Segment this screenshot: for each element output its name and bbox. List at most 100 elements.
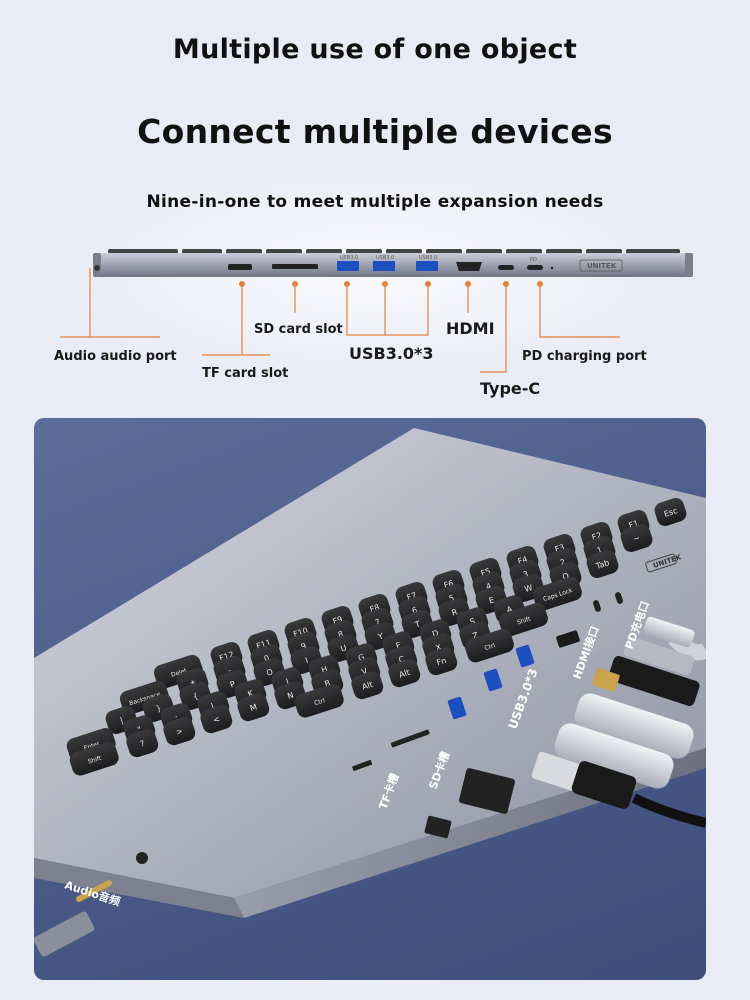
key-label: B: [323, 679, 331, 689]
audio-port: [94, 265, 100, 271]
subtitle: Connect multiple devices: [137, 112, 613, 151]
key-cap: [69, 742, 119, 776]
key-label: F6: [443, 579, 455, 591]
key-label: 6: [411, 605, 419, 615]
key-cap: [294, 684, 344, 718]
cables: [34, 616, 706, 957]
key-label: <: [212, 714, 221, 725]
key-label: F3: [554, 543, 566, 555]
key-label: Shift: [516, 615, 532, 626]
key-label: {: [192, 691, 200, 701]
key-row3-0[interactable]: Tab: [585, 548, 621, 580]
key-cap: [200, 705, 233, 734]
usb-port: [483, 668, 503, 692]
key-row5-9[interactable]: >: [161, 715, 197, 747]
audio-plug: [34, 911, 95, 957]
key-label: ": [136, 725, 142, 735]
key-row6-1[interactable]: Fn: [423, 645, 459, 677]
key-label: Esc: [663, 506, 679, 519]
brand-marking: UNITEK: [587, 262, 617, 270]
callout-lines: [60, 268, 620, 373]
key-label: W: [523, 583, 533, 594]
key-label: 0: [263, 653, 271, 663]
usb-port: [515, 644, 535, 668]
sd-card: [459, 768, 515, 814]
key-cap: [620, 524, 653, 552]
key-label: F8: [369, 603, 381, 615]
key-row2-0[interactable]: ~: [619, 522, 655, 554]
key-row6-4[interactable]: Ctrl: [293, 682, 346, 720]
typec-port: [498, 265, 514, 270]
key-row6-3[interactable]: Alt: [349, 669, 385, 701]
key-label: K: [247, 688, 255, 698]
key-cap: [163, 717, 196, 746]
tf-card: [424, 815, 452, 839]
usb-port-1: [337, 261, 359, 271]
key-label: 9: [300, 641, 308, 651]
key-label: Tab: [594, 558, 611, 571]
main-title: Multiple use of one object: [172, 34, 578, 65]
key-label: ~: [632, 533, 641, 544]
pd-port-marking: PD: [530, 257, 537, 263]
key-label: F5: [480, 567, 492, 579]
tf-slot: [228, 264, 252, 270]
key-row6-2[interactable]: Alt: [386, 657, 422, 689]
label-tf-slot: TF card slot: [202, 366, 288, 381]
key-label: 4: [485, 581, 493, 591]
pd-port: [527, 265, 543, 270]
usb-flash-drive: [554, 723, 674, 789]
key-label: A: [505, 604, 513, 614]
key-label: Ctrl: [484, 642, 497, 652]
key-label: Ctrl: [313, 697, 326, 707]
key-label: Alt: [398, 668, 411, 680]
key-row5-0[interactable]: Shift: [497, 601, 550, 639]
key-label: H: [320, 664, 329, 674]
key-label: N: [286, 690, 294, 700]
usb-port-2: [373, 261, 395, 271]
hdmi-port: [556, 630, 580, 648]
key-label: +: [188, 677, 197, 688]
key-label: }: [155, 703, 163, 713]
key-label: T: [413, 619, 421, 629]
key-row4-0[interactable]: Caps Lock: [531, 575, 584, 613]
sd-slot: [390, 729, 430, 748]
usb-port-marking: USB3.0: [419, 255, 437, 261]
key-row6-0[interactable]: Ctrl: [463, 627, 516, 665]
key-label: Z: [471, 630, 479, 640]
sd-slot: [272, 264, 318, 269]
key-label: 7: [374, 617, 382, 627]
key-cap: [425, 647, 458, 676]
key-label: 8: [337, 629, 345, 639]
key-label: ?: [139, 739, 146, 749]
typec-plug: [643, 616, 695, 648]
key-row5-10[interactable]: ?: [124, 727, 160, 759]
tf-slot: [352, 759, 373, 771]
hub-port-diagram: USB3.0 USB3.0 USB3.0 PD UNITEK Audio aud…: [54, 249, 693, 398]
key-label: Delet: [170, 667, 188, 679]
key-label: Alt: [361, 680, 374, 692]
key-row5-11[interactable]: Shift: [68, 740, 121, 778]
usb-port: [447, 696, 467, 720]
keyboard-keys: EscF1F2F3F4F5F6F7F8F9F10F11F12Delet~1234…: [66, 496, 689, 778]
key-label: F2: [591, 531, 603, 543]
key-cap: [654, 498, 687, 526]
key-label: L: [210, 701, 218, 711]
key-row5-7[interactable]: M: [235, 691, 271, 723]
usb-port-marking: USB3.0: [376, 255, 394, 261]
usb-port-marking: USB3.0: [340, 255, 358, 261]
key-cap: [388, 659, 421, 688]
label-typec: Type-C: [480, 379, 540, 398]
key-row5-8[interactable]: <: [198, 703, 234, 735]
hdmi-plug: [608, 656, 700, 706]
key-row1-0[interactable]: Esc: [653, 496, 689, 528]
key-cap: [532, 576, 582, 611]
key-label: J: [284, 677, 290, 687]
key-label: Y: [376, 631, 384, 641]
key-label: X: [434, 642, 442, 652]
key-label: F1: [628, 519, 640, 531]
usb-a-plug: [531, 751, 587, 793]
key-label: 5: [448, 593, 456, 603]
key-label: P: [229, 679, 237, 689]
tagline: Nine-in-one to meet multiple expansion n…: [146, 192, 604, 212]
key-cap: [237, 693, 270, 722]
